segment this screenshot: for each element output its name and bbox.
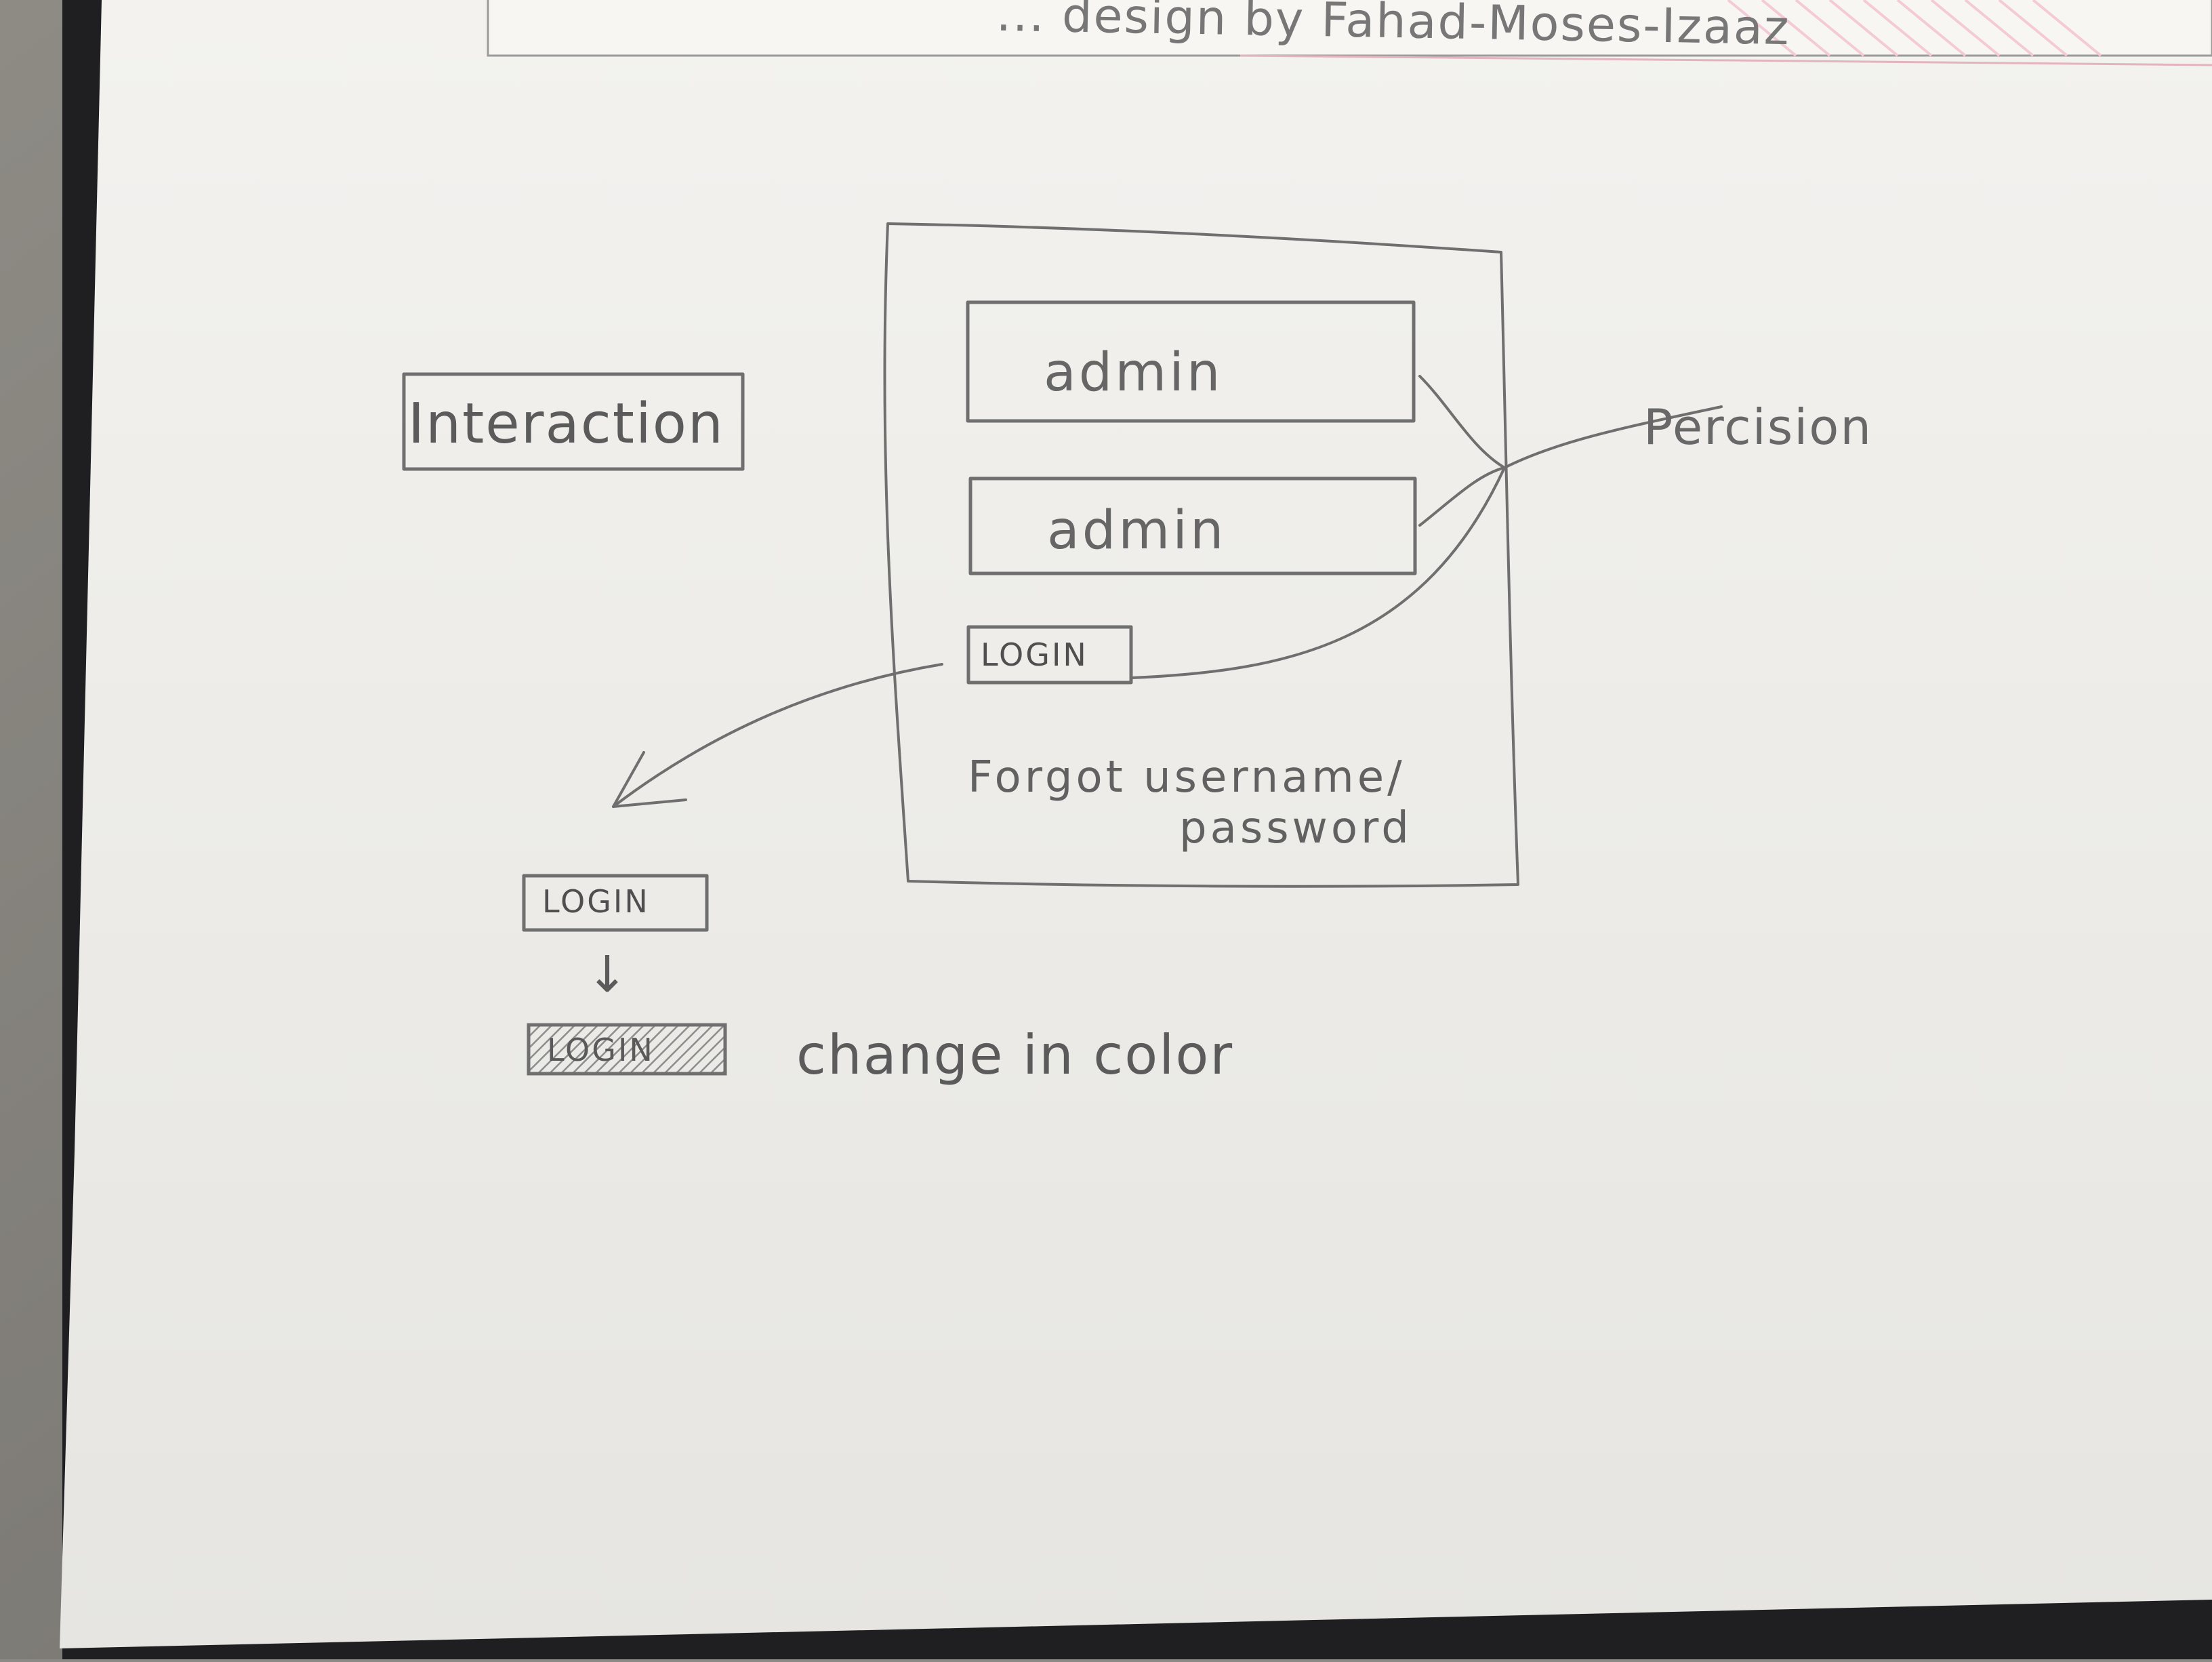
login-button: LOGIN [981,636,1088,673]
username-box-outline [966,300,1416,423]
password-field: admin [1047,500,1227,561]
login-callout-arrowhead [612,751,687,808]
interaction-box-outline [402,372,745,471]
interaction-label: Interaction [408,392,724,456]
pink-line [1240,54,2212,66]
precision-arrow-to-login [1130,466,1506,679]
precision-arrow-to-field-1 [1418,375,1506,469]
password-box-outline [968,477,1417,575]
login-after-label: LOGIN [547,1032,655,1068]
login-before-outline [522,874,709,932]
username-field: admin [1044,342,1223,403]
login-button-outline [966,625,1133,685]
change-in-color-note: change in color [796,1023,1234,1087]
login-before-label: LOGIN [542,883,650,920]
precision-arrow-main [1503,405,1723,469]
login-card-outline [883,222,1519,888]
login-after-hatched [527,1023,727,1076]
previous-page-header-box [487,0,2212,57]
forgot-line-2: password [1179,803,1412,853]
login-callout-arrow [612,663,943,808]
pink-hatching [1727,0,2102,57]
forgot-line-1: Forgot username/ [968,752,1406,803]
precision-arrow-to-field-2 [1418,466,1506,527]
precision-label: Percision [1643,399,1872,455]
paper-sheet [60,0,2212,1648]
down-arrow-glyph: ↓ [586,946,630,1004]
